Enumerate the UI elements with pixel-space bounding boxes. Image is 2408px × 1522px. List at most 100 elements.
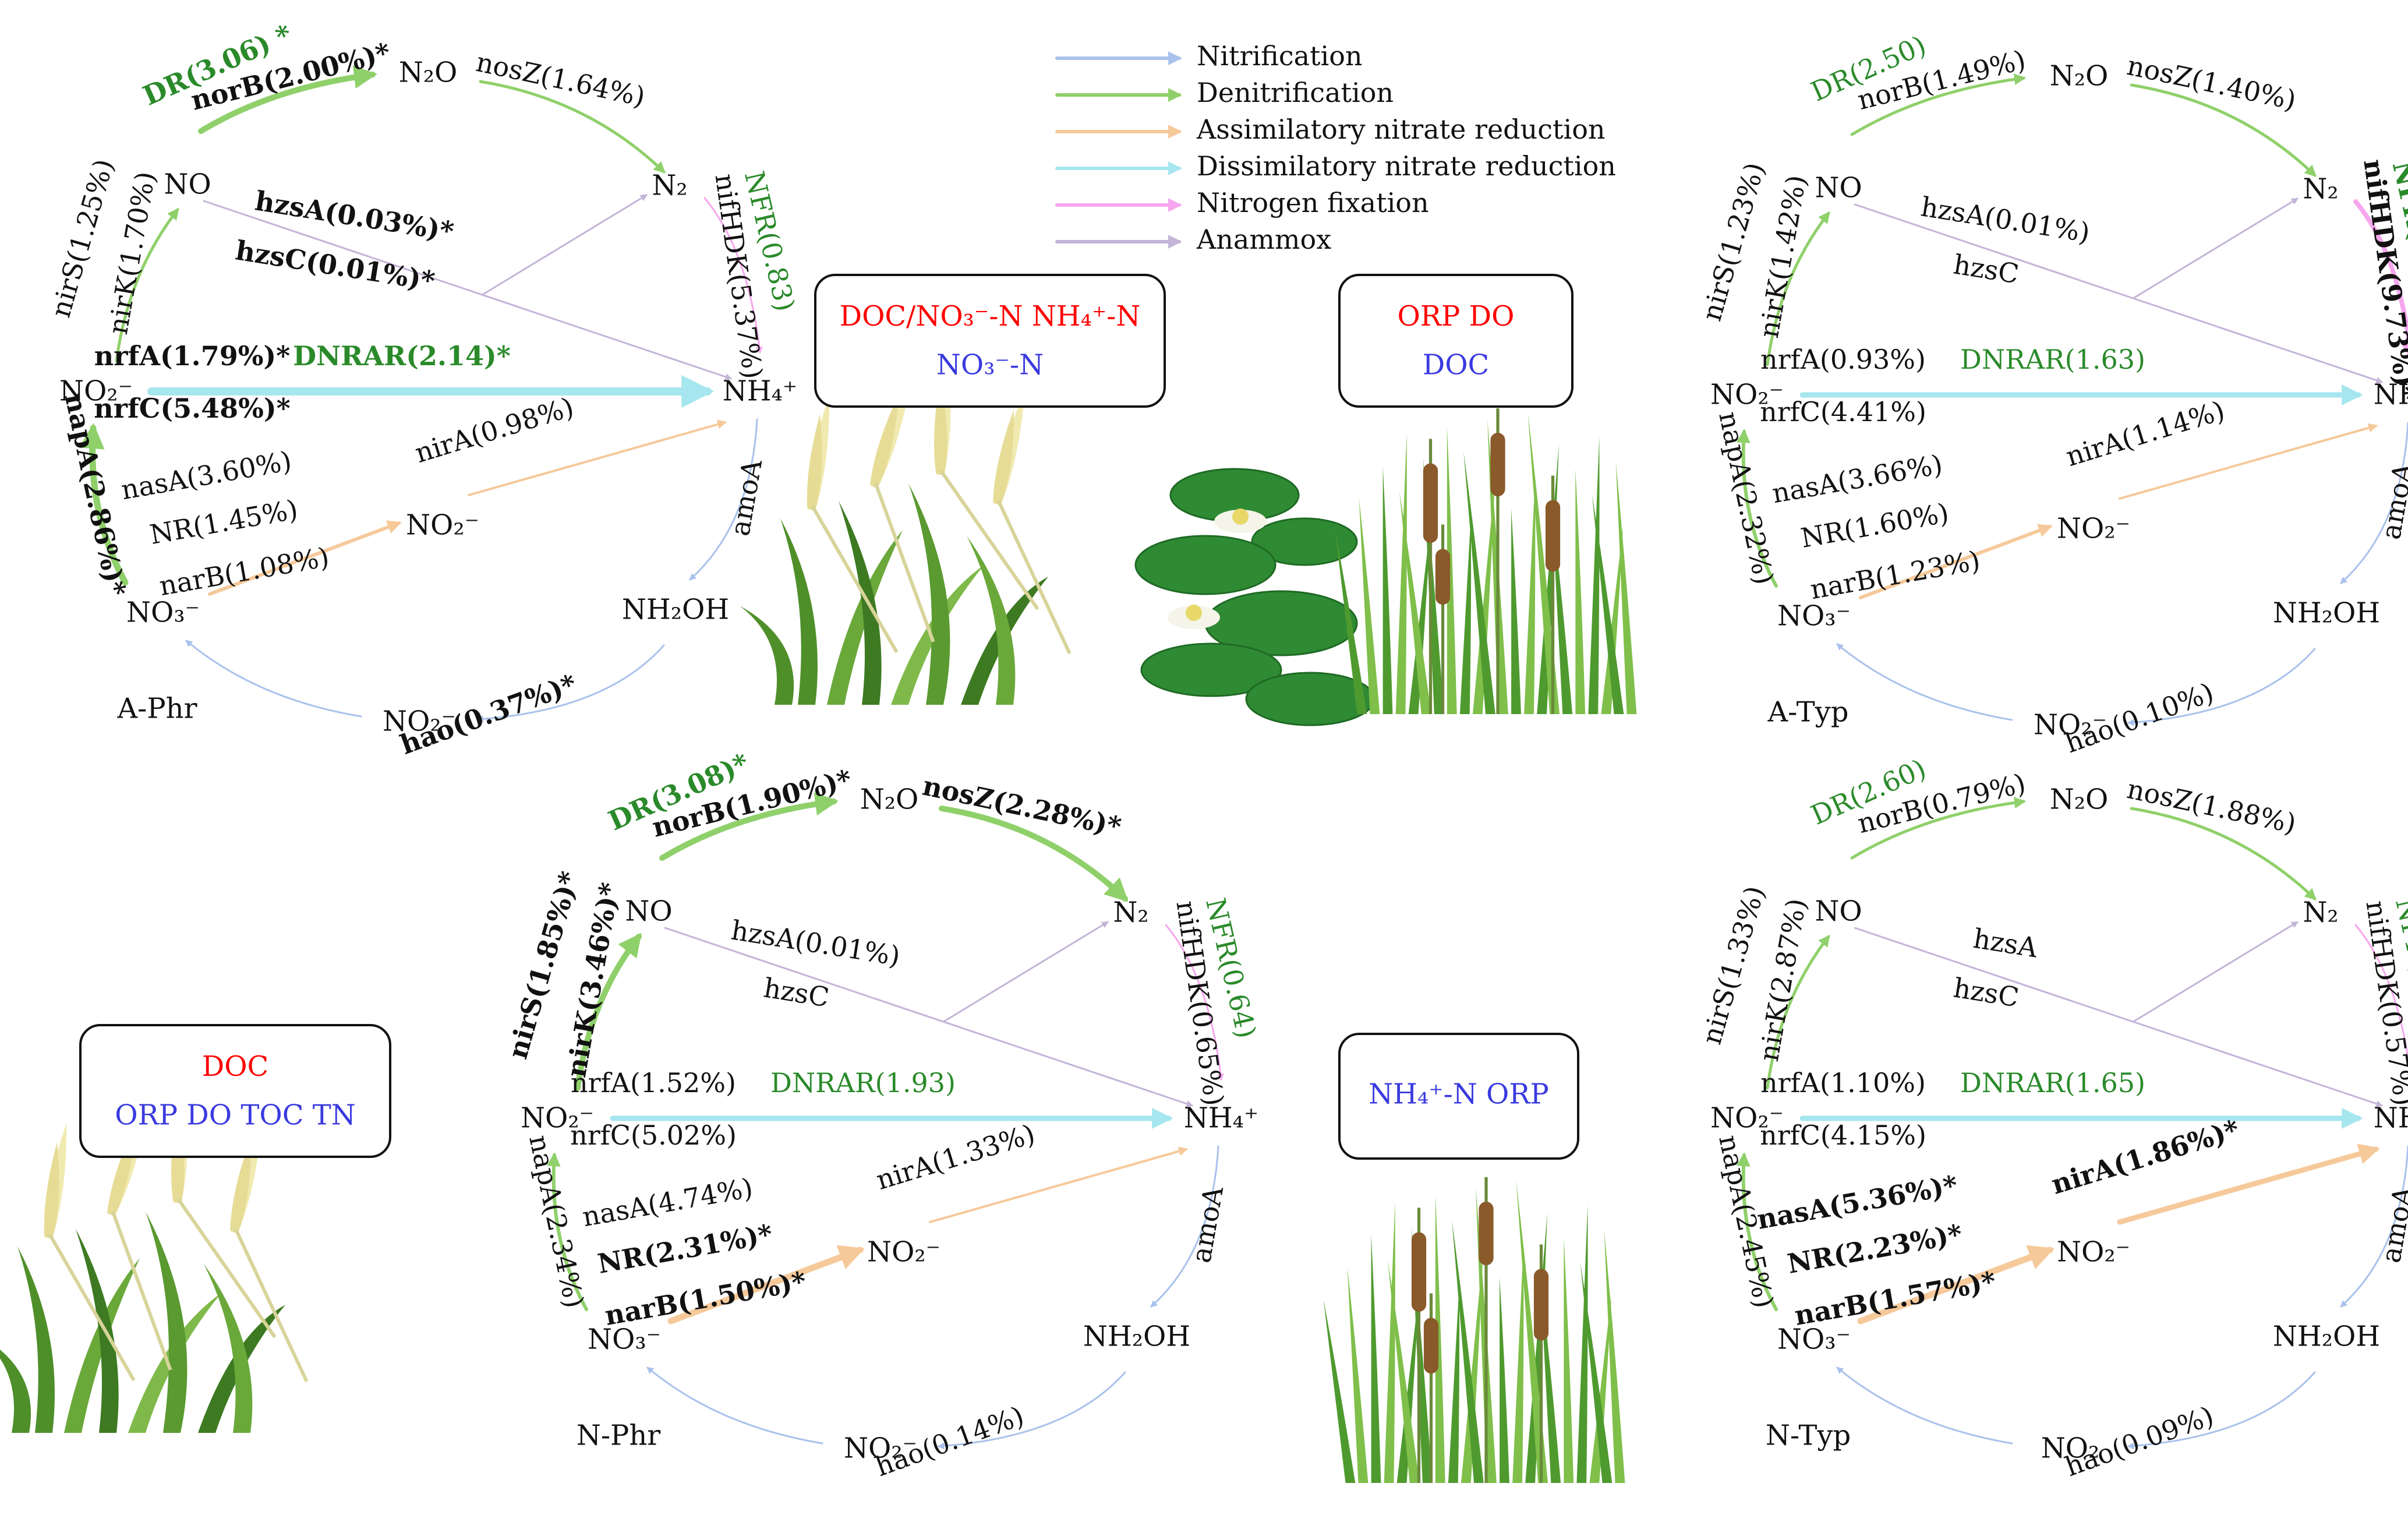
legend-item: Anammox (1055, 224, 1331, 255)
node-no2c: NO₂ (2041, 1432, 2100, 1465)
nitrogen-fixation-arrow (703, 197, 763, 354)
node-no: NO (1815, 172, 1862, 204)
label-amoa: amoA (724, 457, 768, 538)
cattail-illustration (1323, 1177, 1625, 1483)
node-no2c: NO₂⁻ (383, 705, 456, 738)
legend-item: Denitrification (1055, 77, 1394, 108)
denitrification-arrow (546, 1152, 588, 1311)
node-no2b: NO₂⁻ (2057, 1236, 2130, 1269)
denitrification-arrow (2130, 83, 2317, 177)
label-napa: napA(2.34%) (523, 1132, 590, 1311)
label-narb: narB(1.08%) (157, 541, 331, 602)
assimilatory-arrow (1857, 1245, 2055, 1325)
label-hzsc: hzsC (1951, 249, 2021, 290)
factor-text: NH₄⁺-N ORP (1369, 1078, 1549, 1111)
assimilatory-arrow (667, 1245, 865, 1325)
node-n2o: N₂O (860, 783, 919, 816)
node-n2o: N₂O (2050, 783, 2109, 816)
label-hzsc: hzsC(0.01%)* (234, 234, 437, 296)
nitrification-arrow (1836, 643, 2013, 721)
assimilatory-arrow (2117, 1143, 2380, 1225)
legend-item: Nitrification (1055, 40, 1363, 72)
node-no2b: NO₂⁻ (2057, 513, 2130, 545)
reed-illustration (0, 1087, 309, 1433)
nitrification-arrow (689, 418, 758, 581)
label-nr: NR(2.23%)* (1785, 1218, 1964, 1280)
plant-illustrations (0, 359, 1637, 1483)
node-no3: NO₃⁻ (1777, 600, 1851, 633)
nitrification-arrow (2127, 1371, 2316, 1450)
denitrification-arrow (1850, 73, 2026, 136)
nitrification-arrow (1836, 1366, 2013, 1445)
node-no: NO (164, 168, 211, 201)
label-dnrar: DNRAR(1.93) (770, 1067, 956, 1099)
node-nh4: NH₄⁺ (1184, 1102, 1258, 1135)
nitrification-arrow (2340, 1145, 2408, 1308)
node-nh2oh: NH₂OH (2273, 597, 2380, 630)
node-no2c: NO₂⁻ (844, 1432, 917, 1465)
anammox-arrow (203, 200, 733, 380)
label-nr: NR(1.60%) (1798, 497, 1951, 554)
legend: NitrificationDenitrificationAssimilatory… (1055, 40, 1616, 255)
label-narb: narB(1.23%) (1808, 545, 1982, 605)
node-nh2oh: NH₂OH (2273, 1320, 2380, 1353)
legend-label: Nitrogen fixation (1197, 187, 1429, 218)
denitrification-arrow (1850, 797, 2026, 860)
label-hzsa: hzsA(0.01%) (729, 914, 903, 972)
anammox-arrow (1854, 203, 2384, 384)
factor-box: NH₄⁺-N ORP (1338, 1033, 1579, 1160)
nitrification-arrow (185, 640, 362, 718)
nitrogen-fixation-arrow (2354, 924, 2408, 1081)
factor-text: NO₃⁻-N (936, 349, 1044, 382)
pathway-panel: N₂ON₂NONO₂⁻NH₄⁺NO₂⁻NO₃⁻NH₂OHNO₂DR(2.60)n… (1696, 753, 2408, 1482)
node-n2: N₂ (1113, 896, 1148, 929)
anammox-arrow (2133, 921, 2299, 1022)
nitrogen-fixation-arrow (1165, 924, 1224, 1081)
label-nr: NR(1.45%) (147, 493, 300, 550)
legend-item: Nitrogen fixation (1055, 187, 1429, 218)
assimilatory-arrow (1859, 524, 2053, 599)
anammox-arrow (2133, 197, 2299, 299)
denitrification-arrow (198, 65, 377, 134)
label-nira: nirA(1.86%)* (2048, 1114, 2243, 1200)
label-narb: narB(1.50%)* (602, 1265, 808, 1332)
nitrification-arrow (2127, 648, 2316, 726)
anammox-arrow (1854, 927, 2384, 1107)
nitrification-arrow (646, 1366, 823, 1445)
label-hzsc: hzsC (762, 972, 832, 1014)
denitrification-arrow (2130, 807, 2317, 901)
panel-title: A-Typ (1767, 696, 1848, 729)
label-nira: nirA(1.14%) (2062, 394, 2228, 472)
label-dnrar: DNRAR(1.65) (1960, 1067, 2145, 1099)
denitrification-arrow (1766, 211, 1830, 366)
node-no2b: NO₂⁻ (867, 1236, 940, 1269)
node-n2: N₂ (652, 169, 687, 202)
assimilatory-arrow (2119, 423, 2378, 500)
node-no2a: NO₂⁻ (59, 375, 133, 408)
node-nh4: NH₄⁺ (723, 375, 797, 408)
node-n2: N₂ (2303, 173, 2338, 206)
assimilatory-arrow (468, 419, 727, 496)
factor-text: DOC (202, 1050, 269, 1083)
node-n2o: N₂O (399, 56, 458, 89)
legend-label: Assimilatory nitrate reduction (1196, 114, 1606, 145)
anammox-arrow (482, 194, 648, 295)
denitrification-arrow (115, 207, 179, 363)
label-narb: narB(1.57%)* (1792, 1265, 1998, 1332)
assimilatory-arrow (208, 520, 402, 596)
denitrification-arrow (79, 423, 129, 586)
nitrogen-fixation-arrow (2353, 199, 2408, 360)
node-no2a: NO₂⁻ (1710, 1102, 1784, 1135)
anammox-arrow (943, 921, 1109, 1022)
nitrification-arrow (937, 1371, 1126, 1450)
label-nasa: nasA(4.74%) (580, 1172, 755, 1233)
legend-item: Dissimilatory nitrate reduction (1055, 150, 1616, 182)
denitrification-arrow (479, 80, 666, 174)
label-napa: napA(2.32%) (1713, 409, 1780, 587)
assimilatory-arrow (929, 1146, 1189, 1223)
factor-text: ORP DO (1398, 300, 1515, 333)
